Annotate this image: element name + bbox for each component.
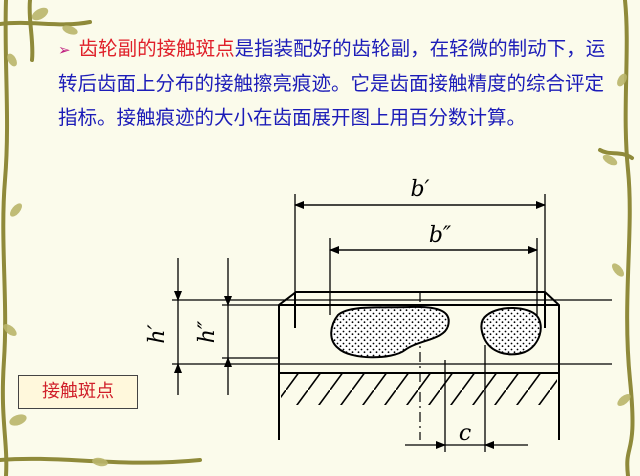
label-b-prime: b′ (410, 177, 429, 202)
highlight-term: 齿轮副的接触斑点 (78, 37, 235, 60)
label-h-prime: h′ (145, 324, 170, 343)
contact-spot-large (330, 305, 450, 359)
description-body: 是指装配好的齿轮副，在轻微的制动下，运转后齿面上分布的接触擦亮痕迹。它是齿面接触… (58, 37, 606, 129)
label-h-double-prime: h″ (195, 320, 220, 343)
bullet-arrow-icon: ➢ (58, 41, 71, 59)
label-c: c (459, 421, 471, 446)
description-paragraph: ➢ 齿轮副的接触斑点是指装配好的齿轮副，在轻微的制动下，运转后齿面上分布的接触擦亮… (58, 32, 618, 135)
contact-spot-label: 接触斑点 (18, 375, 138, 409)
base-hatch (281, 373, 557, 405)
contact-spot-small (480, 307, 542, 356)
label-b-double-prime: b″ (429, 223, 452, 248)
